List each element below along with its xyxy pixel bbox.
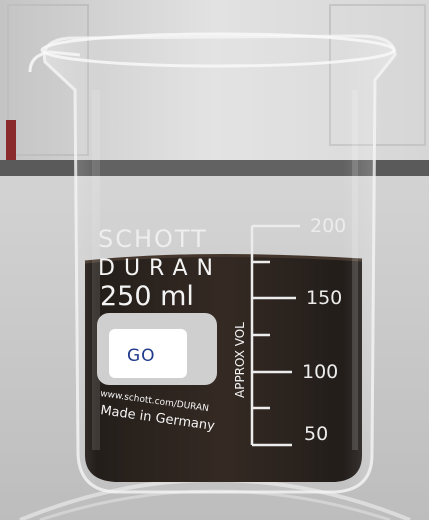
brand-text: SCHOTT [98, 225, 208, 253]
graduation-50: 50 [304, 423, 328, 445]
graduation-150: 150 [306, 287, 342, 309]
beaker-rim [40, 32, 396, 68]
approx-vol-text: APPROX VOL [233, 322, 247, 398]
line-text: DURAN [98, 256, 222, 281]
graduation-scale [250, 224, 300, 447]
sample-label [109, 329, 187, 378]
graduation-200: 200 [310, 215, 346, 237]
beaker-spout [28, 50, 81, 73]
glass-highlight [352, 90, 358, 450]
capacity-text: 250 ml [100, 281, 194, 312]
sample-label-text: GO [127, 346, 156, 366]
graduation-100: 100 [302, 361, 338, 383]
glass-highlight [92, 90, 100, 450]
red-object [6, 120, 16, 160]
